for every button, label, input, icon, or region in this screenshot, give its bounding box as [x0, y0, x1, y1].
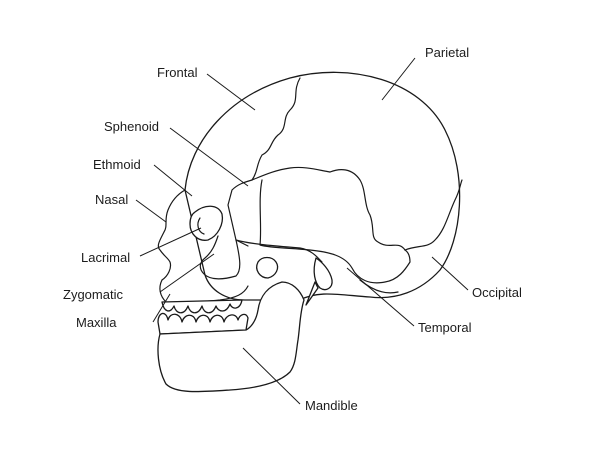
mastoid-process — [313, 257, 333, 291]
styloid-process — [305, 281, 319, 306]
label-maxilla: Maxilla — [76, 315, 117, 330]
label-mandible: Mandible — [305, 398, 358, 413]
label-parietal: Parietal — [425, 45, 470, 60]
leader-ethmoid — [153, 164, 193, 197]
lacrimal-bone — [197, 217, 205, 235]
label-frontal: Frontal — [157, 65, 198, 80]
zygomatic-bone — [199, 235, 241, 280]
label-occipital: Occipital — [472, 285, 522, 300]
mandible-bone — [157, 281, 305, 393]
leader-occipital — [431, 256, 469, 291]
temporal-lower — [259, 179, 411, 284]
temporal-suture — [329, 169, 406, 251]
leader-sphenoid — [169, 127, 249, 187]
upper-teeth — [161, 299, 243, 314]
leader-lacrimal — [139, 227, 202, 257]
label-zygomatic: Zygomatic — [63, 287, 123, 302]
eye-orbit — [189, 205, 224, 241]
leader-maxilla — [152, 293, 171, 323]
leader-mandible — [242, 347, 301, 405]
ear-canal — [256, 256, 279, 279]
face-profile — [157, 189, 186, 281]
lambdoid-suture — [404, 179, 463, 251]
leader-frontal — [206, 73, 256, 111]
leader-parietal — [381, 57, 416, 101]
label-lacrimal: Lacrimal — [81, 250, 131, 265]
leader-temporal — [346, 267, 415, 327]
zygomatic-arch — [235, 239, 323, 263]
leader-nasal — [135, 199, 167, 223]
leader-zygomatic — [159, 253, 215, 293]
label-ethmoid: Ethmoid — [93, 157, 141, 172]
label-sphenoid: Sphenoid — [104, 119, 159, 134]
sphenoid-bone — [227, 179, 253, 247]
label-nasal: Nasal — [95, 192, 129, 207]
sphenoid-upper — [251, 166, 331, 181]
label-temporal: Temporal — [418, 320, 472, 335]
coronal-suture — [251, 77, 301, 181]
lower-teeth — [157, 312, 249, 335]
